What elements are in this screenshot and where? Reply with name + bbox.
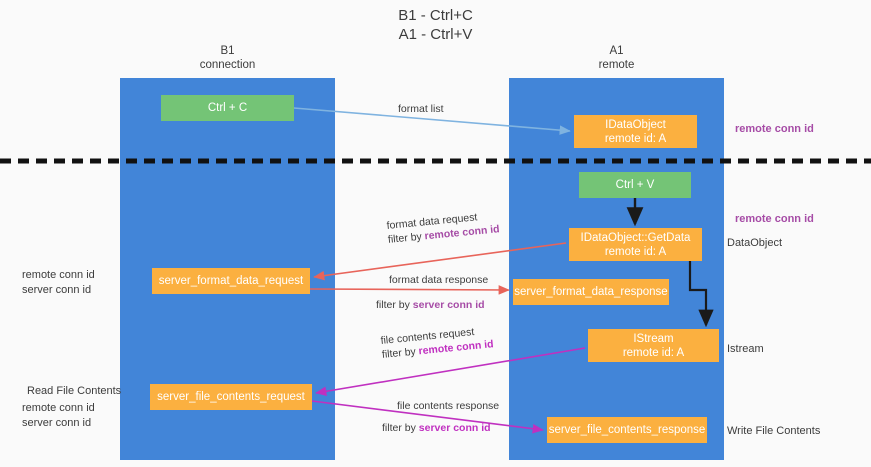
filter-prefix: filter by xyxy=(376,299,413,311)
node-idataobject[interactable]: IDataObject remote id: A xyxy=(574,115,697,148)
annotation-left-server-conn-id-mid: server conn id xyxy=(22,284,92,296)
annotation-left-remote-conn-id-bot: remote conn id xyxy=(22,402,95,414)
node-server-file-contents-response-label: server_file_contents_response xyxy=(548,424,706,436)
node-idataobject-getdata[interactable]: IDataObject::GetData remote id: A xyxy=(569,228,702,261)
node-idataobject-label: IDataObject xyxy=(605,118,666,131)
node-istream-label: IStream xyxy=(633,332,674,345)
edge-label-format-list: format list xyxy=(398,102,444,116)
annotation-dataobject: DataObject xyxy=(727,237,783,249)
title-line-1: B1 - Ctrl+C xyxy=(398,7,473,24)
lane-header-a1-name: A1 xyxy=(609,45,624,57)
filter-key-server-conn-id: server conn id xyxy=(418,422,491,434)
arrow-format-data-response xyxy=(309,285,510,295)
annotation-read-file-contents: Read File Contents xyxy=(27,385,122,397)
edge-label-file-contents-request: file contents request filter by remote c… xyxy=(380,323,494,362)
node-server-file-contents-response[interactable]: server_file_contents_response xyxy=(547,417,707,443)
node-istream-sub: remote id: A xyxy=(622,346,685,359)
annotation-write-file-contents: Write File Contents xyxy=(727,425,821,437)
edge-label-format-data-response-text: format data response xyxy=(389,274,489,286)
lane-header-b1: B1 connection xyxy=(120,44,335,72)
node-ctrl-c[interactable]: Ctrl + C xyxy=(161,95,294,121)
filter-prefix: filter by xyxy=(382,422,419,434)
node-idataobject-sub: remote id: A xyxy=(604,132,667,145)
node-server-file-contents-request-label: server_file_contents_request xyxy=(157,391,305,403)
lane-header-b1-name: B1 xyxy=(220,45,235,57)
diagram-title: B1 - Ctrl+C A1 - Ctrl+V xyxy=(0,6,871,44)
node-ctrl-v[interactable]: Ctrl + V xyxy=(579,172,691,198)
lane-header-b1-sub: connection xyxy=(199,59,256,71)
node-server-format-data-response[interactable]: server_format_data_response xyxy=(513,279,669,305)
annotation-left-remote-conn-id-mid: remote conn id xyxy=(22,269,95,281)
node-ctrl-v-label: Ctrl + V xyxy=(615,179,655,191)
filter-prefix: filter by xyxy=(381,345,420,361)
title-line-2: A1 - Ctrl+V xyxy=(398,26,473,43)
node-server-format-data-request[interactable]: server_format_data_request xyxy=(152,268,310,294)
annotation-left-conn-ids-bot: remote conn id server conn id xyxy=(22,401,95,431)
annotation-istream: Istream xyxy=(727,343,764,355)
node-server-file-contents-request[interactable]: server_file_contents_request xyxy=(150,384,312,410)
edge-label-format-data-request: format data request filter by remote con… xyxy=(386,208,500,247)
annotation-left-server-conn-id-bot: server conn id xyxy=(22,417,92,429)
annotation-remote-conn-id-top: remote conn id xyxy=(735,123,814,135)
filter-key-server-conn-id: server conn id xyxy=(412,299,485,311)
filter-prefix: filter by xyxy=(387,230,426,246)
node-server-format-data-response-label: server_format_data_response xyxy=(514,286,668,298)
lane-header-a1-sub: remote xyxy=(598,59,635,71)
node-getdata-sub: remote id: A xyxy=(604,245,667,258)
edge-label-file-contents-response: file contents response xyxy=(397,399,499,413)
edge-label-file-contents-response-text: file contents response xyxy=(397,400,500,412)
node-istream[interactable]: IStream remote id: A xyxy=(588,329,719,362)
edge-label-file-contents-response-filter: filter by server conn id xyxy=(382,421,491,435)
lane-header-a1: A1 remote xyxy=(509,44,724,72)
node-getdata-label: IDataObject::GetData xyxy=(580,231,691,244)
node-server-format-data-request-label: server_format_data_request xyxy=(158,275,304,287)
edge-label-format-list-text: format list xyxy=(398,103,444,115)
annotation-remote-conn-id-mid: remote conn id xyxy=(735,213,814,225)
annotation-left-conn-ids-mid: remote conn id server conn id xyxy=(22,268,95,298)
edge-label-format-data-response: format data response xyxy=(389,273,488,287)
node-ctrl-c-label: Ctrl + C xyxy=(207,102,248,114)
edge-label-format-data-response-filter: filter by server conn id xyxy=(376,298,485,312)
